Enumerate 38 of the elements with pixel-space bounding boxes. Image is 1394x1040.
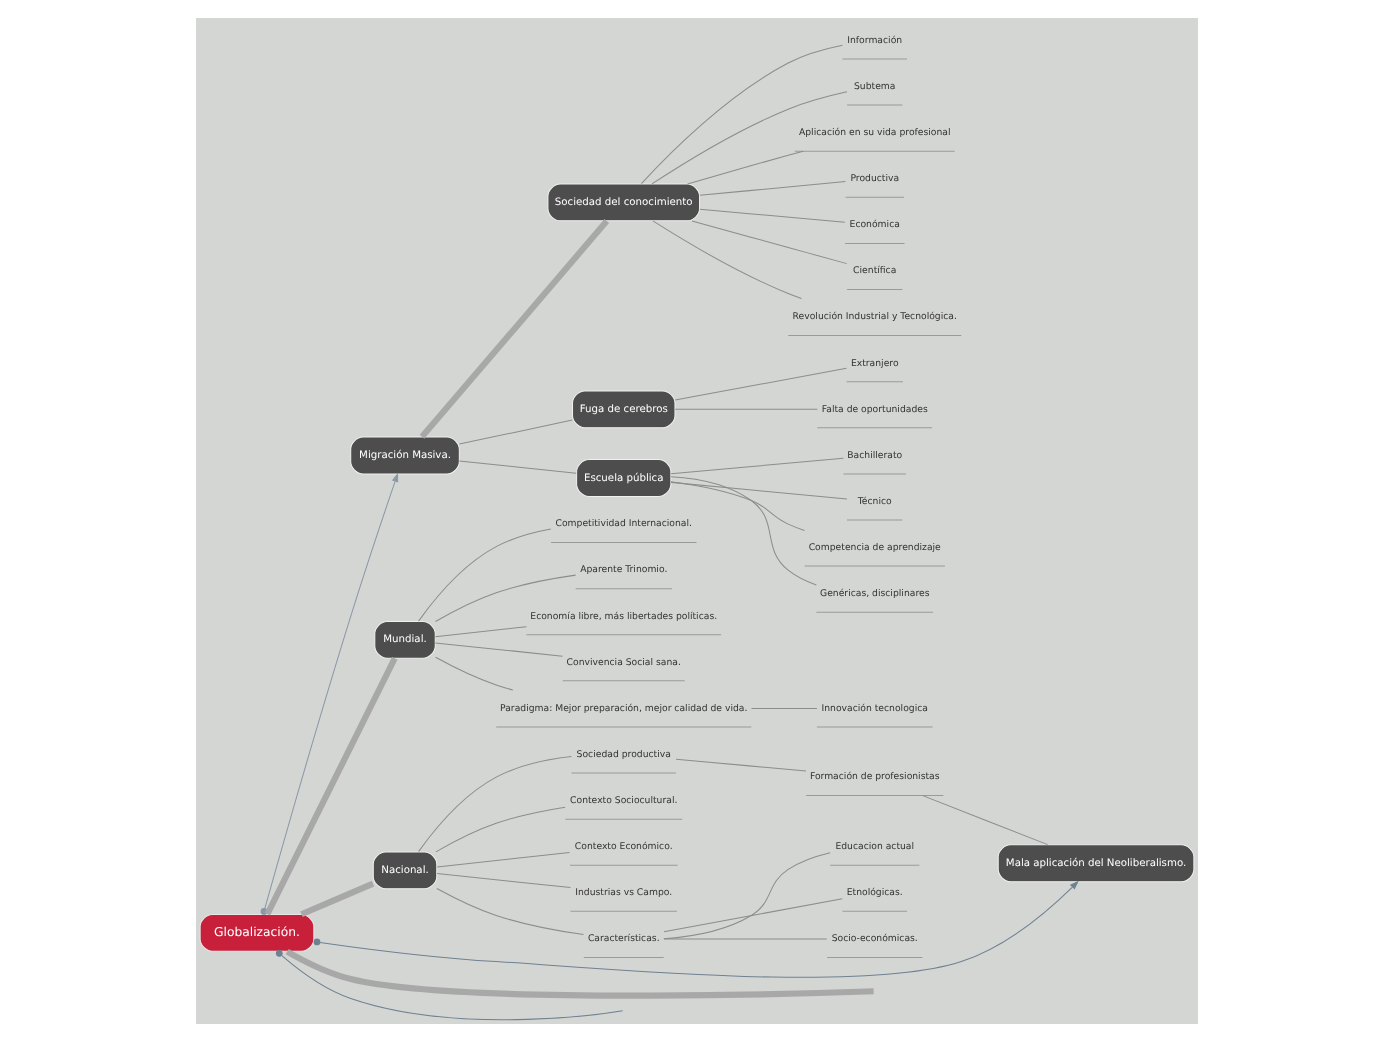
connector: [285, 947, 874, 998]
connector: [281, 954, 624, 1020]
connector: [418, 755, 572, 852]
connector: [699, 180, 846, 195]
connector: [674, 407, 818, 409]
connector: [670, 456, 844, 474]
connector: [434, 573, 577, 622]
connector: [436, 851, 571, 867]
connector: [458, 418, 573, 444]
connector: [750, 707, 818, 708]
connector: [663, 851, 831, 939]
connector: [434, 641, 563, 656]
connector: [670, 475, 817, 585]
connector: [652, 219, 802, 299]
connector: [300, 879, 375, 917]
connector: [670, 480, 848, 499]
arrow: [260, 471, 399, 914]
connector: [663, 937, 828, 939]
connector: [922, 794, 1049, 845]
connector: [670, 480, 805, 530]
connector: [419, 218, 610, 438]
connector: [691, 219, 848, 264]
connector: [434, 625, 527, 637]
connector: [436, 872, 571, 887]
connector: [675, 757, 807, 771]
connector: [435, 805, 566, 852]
connector: [699, 207, 846, 222]
connector: [674, 366, 847, 400]
arrow: [313, 879, 1079, 977]
connector: [418, 527, 552, 621]
connector: [651, 90, 848, 184]
connector: [264, 656, 398, 915]
connector: [640, 43, 843, 184]
connector: [663, 897, 843, 932]
connector: [458, 459, 577, 473]
connector: [687, 149, 804, 184]
connector: [436, 886, 585, 935]
connector: [435, 655, 514, 690]
